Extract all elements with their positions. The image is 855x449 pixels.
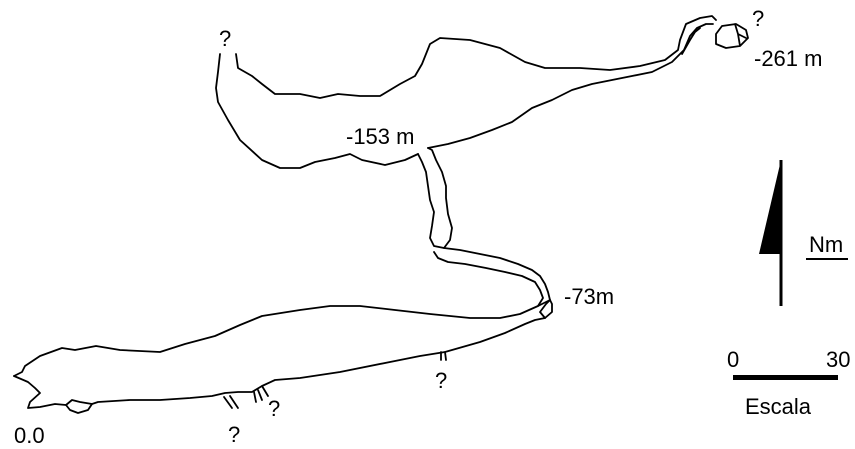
upper-gallery-floor-detail [65, 399, 93, 406]
scale-start-label: 0 [727, 347, 739, 372]
unexplored-marker-gallery-mid: ? [268, 396, 280, 421]
shaft-left-wall [417, 153, 551, 301]
north-label: Nm [809, 232, 843, 257]
side-lead-1 [223, 395, 239, 409]
lower-gallery-bottom-wall [215, 53, 419, 169]
depth-label-entrance: 0.0 [14, 423, 45, 448]
shaft-right-wall [539, 299, 553, 319]
connecting-shaft [417, 147, 553, 319]
unexplored-marker-upper-left: ? [219, 26, 231, 51]
scale-bar-line [733, 375, 838, 380]
north-arrow-icon [759, 160, 781, 254]
north-arrow: Nm [759, 160, 848, 306]
lower-gallery-return-wall [427, 23, 714, 149]
terminal-boulder [715, 23, 749, 49]
upper-gallery [13, 299, 551, 414]
lower-gallery-top-wall [235, 15, 717, 99]
upper-gallery-top-wall [13, 299, 551, 377]
scale-end-label: 30 [826, 347, 850, 372]
side-lead-3 [440, 351, 447, 361]
unexplored-marker-gallery-low: ? [228, 422, 240, 447]
scale-caption: Escala [745, 394, 812, 419]
lower-gallery-inner-line [681, 27, 701, 55]
unexplored-marker-gallery-right: ? [435, 368, 447, 393]
shaft-inner-wall [427, 147, 544, 307]
depth-label-73m: -73m [564, 284, 614, 309]
unexplored-marker-terminal: ? [752, 6, 764, 31]
depth-label-153m: -153 m [346, 124, 414, 149]
side-lead-2 [253, 385, 269, 403]
scale-bar: 0 30 Escala [727, 347, 850, 419]
depth-label-261m: -261 m [754, 46, 822, 71]
lower-gallery [215, 15, 717, 169]
upper-gallery-bottom-wall [13, 317, 546, 414]
